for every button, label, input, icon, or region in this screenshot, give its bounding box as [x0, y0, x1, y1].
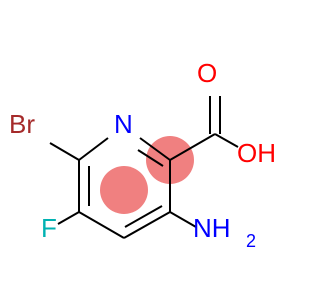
atom-labels: Br N F O OH NH 2	[9, 58, 276, 251]
bond-n1-c2	[139, 137, 171, 161]
bond-c3-nh2	[169, 211, 197, 228]
molecule-structure-diagram: Br N F O OH NH 2	[9, 58, 276, 251]
bond-c6-n1	[78, 137, 109, 161]
highlight-c5-ring-carbon	[100, 166, 148, 214]
bond-c4-c5	[78, 211, 125, 239]
atom-label-f: F	[41, 213, 57, 243]
atom-label-br: Br	[9, 109, 35, 139]
bond-carboxyl-c-oh	[214, 133, 239, 148]
atom-label-nh2: NH 2	[193, 213, 256, 251]
atom-label-o-carbonyl: O	[197, 58, 217, 88]
atom-label-nh2-subscript: 2	[246, 231, 256, 251]
bond-c6-br	[49, 142, 80, 161]
atom-label-oh: OH	[237, 138, 276, 168]
substituent-bonds	[49, 96, 239, 228]
bond-c2-carboxyl-c	[169, 133, 216, 161]
atom-label-n: N	[114, 109, 133, 139]
bond-c5-f	[57, 211, 80, 225]
pyridine-ring-bonds	[78, 137, 171, 239]
atom-label-nh: NH	[193, 213, 231, 243]
bond-c3-c4	[123, 211, 171, 239]
bond-n1-c2-inner	[137, 149, 164, 167]
atom-highlights	[100, 136, 194, 214]
bond-c3-c4-inner	[124, 205, 163, 228]
